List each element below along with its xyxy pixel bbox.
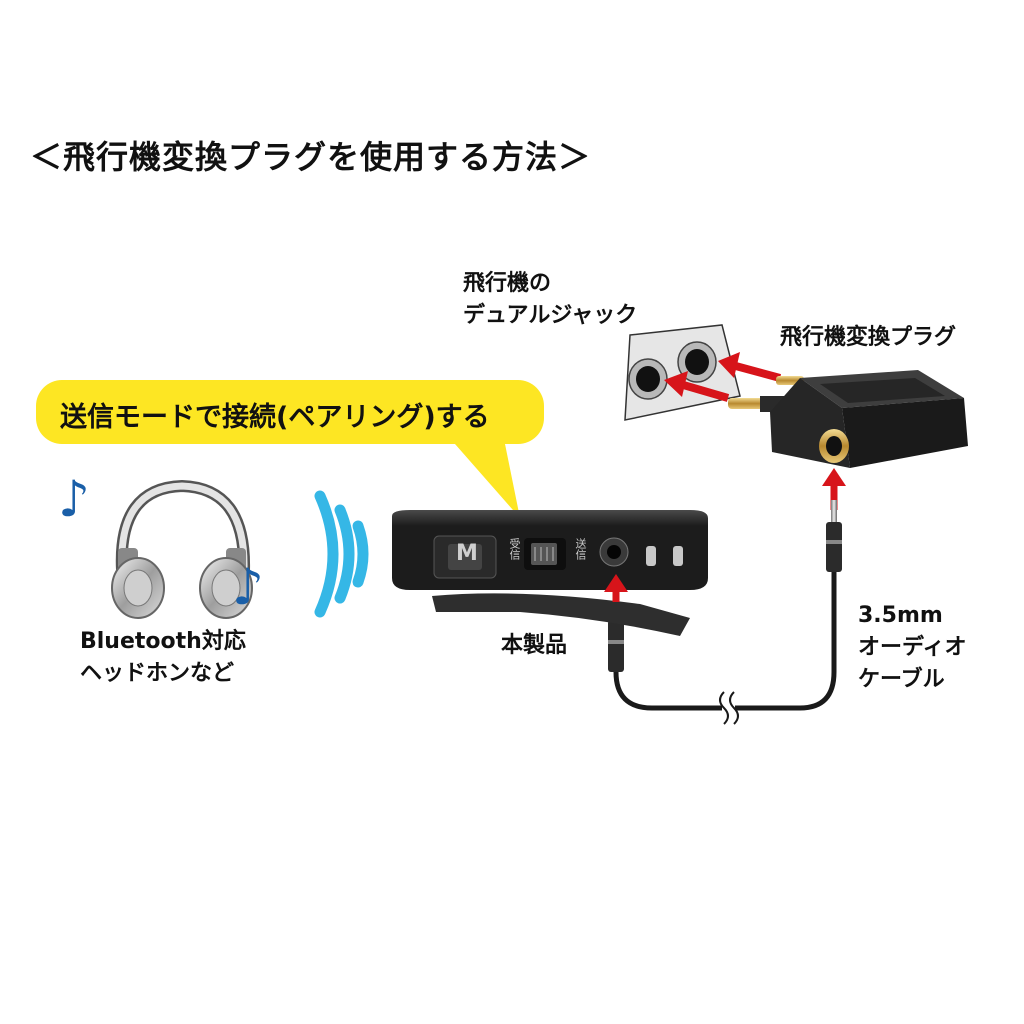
mode-button-label: M <box>456 541 478 566</box>
dual-jack-plate <box>624 324 741 421</box>
callout-bubble <box>36 380 544 518</box>
bluetooth-transmitter <box>392 510 708 636</box>
dual-jack-label: 飛行機の デュアルジャック <box>463 271 638 328</box>
arrow-to-jack-bottom <box>664 371 730 402</box>
signal-waves <box>314 490 369 618</box>
music-note-right-icon: ♪ <box>232 558 264 616</box>
switch-label-send: 送信 <box>574 538 587 560</box>
music-note-left-icon: ♪ <box>58 470 90 528</box>
arrow-to-jack-top <box>718 352 782 382</box>
headphones-illustration <box>111 479 253 619</box>
adapter-label: 飛行機変換プラグ <box>780 325 957 350</box>
switch-label-receive: 受信 <box>508 538 521 560</box>
airplane-adapter <box>770 370 968 468</box>
cable-plug-right <box>826 500 842 572</box>
product-label: 本製品 <box>501 633 568 658</box>
page-title: ＜飛行機変換プラグを使用する方法＞ <box>30 138 592 176</box>
arrow-to-device <box>604 574 628 602</box>
headphones-label: Bluetooth対応 ヘッドホンなど <box>80 629 246 686</box>
cable-label: 3.5mm オーディオ ケーブル <box>858 603 967 692</box>
callout-text: 送信モードで接続(ペアリング)する <box>60 402 490 433</box>
audio-cable <box>613 570 837 725</box>
